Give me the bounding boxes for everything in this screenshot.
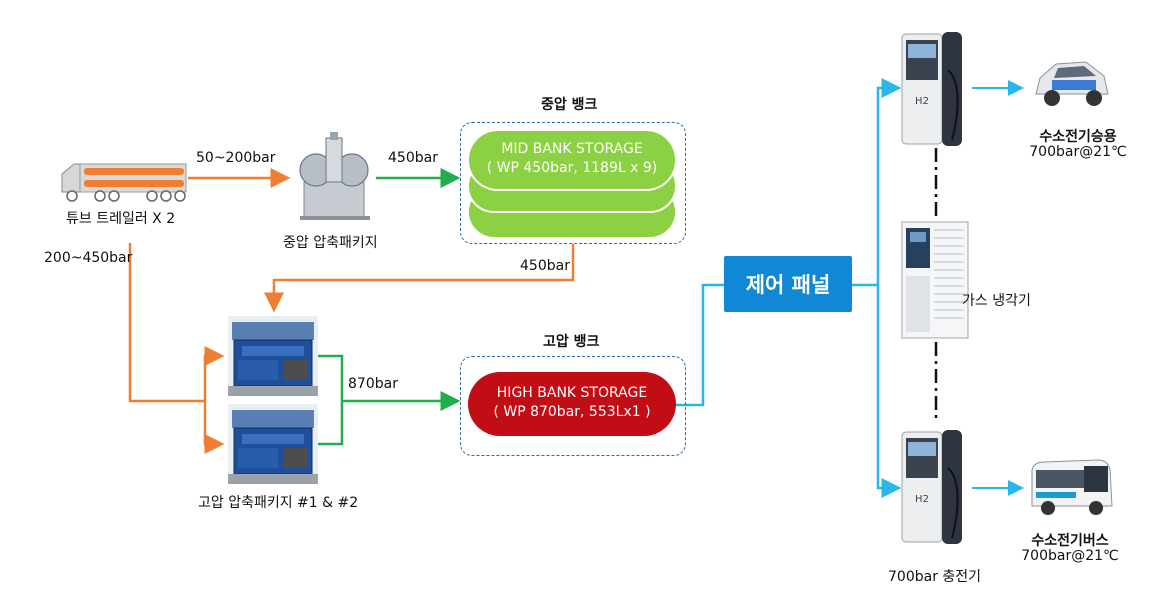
fuel-cell-car	[1030, 52, 1112, 114]
dispenser-logo: H2	[915, 494, 929, 505]
pressure-high-to-bank: 870bar	[348, 376, 398, 392]
line-high-bank-to-control-panel	[676, 283, 724, 407]
gas-cooler	[900, 220, 970, 340]
tube-trailer	[60, 160, 190, 202]
tube-trailer-label: 튜브 트레일러 X 2	[66, 211, 176, 227]
mid-bank-title: 중압 뱅크	[541, 97, 598, 113]
bus-spec: 700bar@21℃	[1021, 548, 1119, 564]
gas-cooler-icon	[901, 221, 969, 339]
dispenser-label: 700bar 충전기	[888, 569, 982, 585]
high-bank-storage: HIGH BANK STORAGE ( WP 870bar, 553Lx1 )	[468, 384, 676, 422]
line-panel-to-dispenser-bottom	[876, 285, 902, 498]
high-bank-spec: ( WP 870bar, 553Lx1 )	[493, 404, 651, 420]
tube-trailer-icon	[61, 163, 187, 202]
fuel-cell-bus	[1028, 456, 1114, 520]
dispenser-bottom: H2	[900, 428, 970, 546]
high-compressor-label: 고압 압축패키지 #1 & #2	[198, 495, 359, 511]
high-bank-name: HIGH BANK STORAGE	[496, 385, 648, 401]
bus-icon	[1031, 459, 1113, 515]
car-label: 수소전기승용	[1039, 129, 1117, 145]
line-panel-to-dispenser-top	[876, 78, 902, 285]
dispenser-logo: H2	[915, 96, 929, 107]
dispenser-icon: H2	[901, 430, 962, 544]
pressure-trailer-to-mid: 50~200bar	[196, 150, 276, 166]
high-compressor-icon	[228, 404, 318, 484]
bus-label: 수소전기버스	[1031, 533, 1109, 549]
line-mid-bank-to-high-compressor	[264, 244, 575, 313]
mid-compressor	[290, 132, 376, 222]
high-bank-box	[460, 356, 686, 456]
car-spec: 700bar@21℃	[1029, 144, 1127, 160]
mid-bank-spec: ( WP 450bar, 1189L x 9)	[486, 160, 658, 176]
gas-cooler-label: 가스 냉각기	[962, 293, 1031, 309]
car-icon	[1035, 61, 1109, 106]
mid-compressor-label: 중압 압축패키지	[283, 235, 378, 251]
pressure-bank-to-high: 450bar	[520, 258, 570, 274]
pressure-trailer-to-high: 200~450bar	[44, 250, 133, 266]
line-trailer-to-high-compressor	[128, 243, 205, 403]
control-panel: 제어 패널	[724, 256, 852, 312]
mid-compressor-icon	[299, 132, 370, 220]
dispenser-top: H2	[900, 30, 970, 148]
pressure-mid-to-bank: 450bar	[388, 150, 438, 166]
mid-bank-box	[460, 122, 686, 244]
high-compressor-2	[228, 404, 318, 484]
high-bank-title: 고압 뱅크	[543, 334, 600, 350]
mid-bank-name: MID BANK STORAGE	[501, 141, 643, 157]
mid-bank-storage: MID BANK STORAGE ( WP 450bar, 1189L x 9)	[468, 140, 676, 178]
high-compressor-1	[228, 316, 318, 396]
dispenser-icon: H2	[901, 32, 962, 146]
high-compressor-icon	[228, 316, 318, 396]
